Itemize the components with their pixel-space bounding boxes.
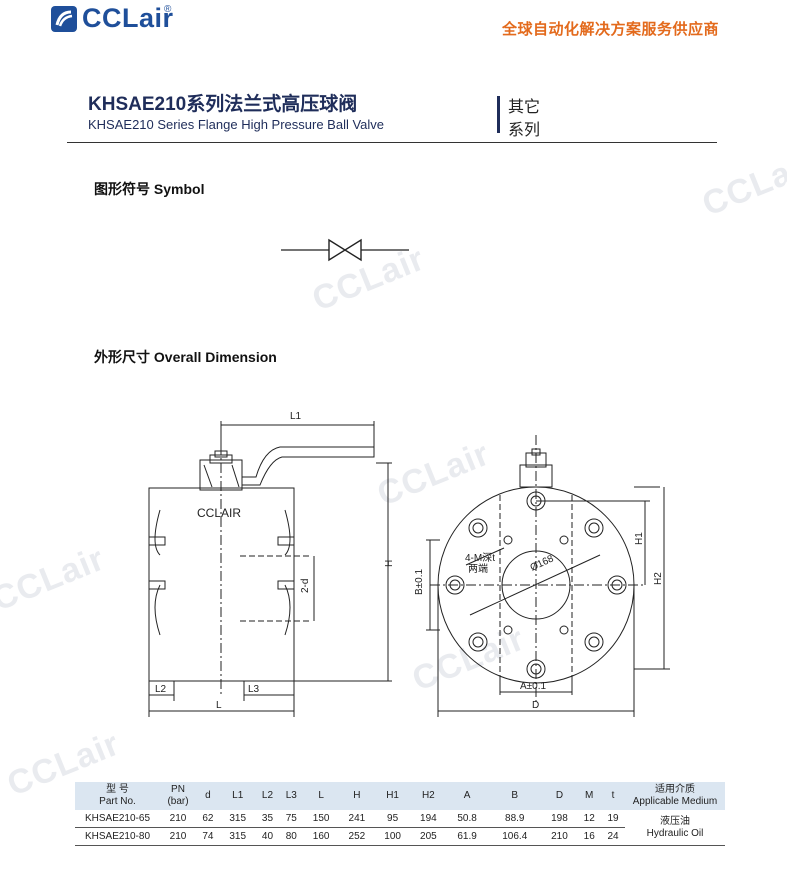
thread-note: 4-M深t: [465, 552, 495, 564]
col-header: L1: [219, 782, 256, 810]
col-header: H: [338, 782, 375, 810]
brand-name: CCLair: [82, 3, 174, 33]
watermark: CCLair: [0, 539, 111, 619]
cell-part: KHSAE210-65: [75, 810, 160, 828]
cell-d: 62: [196, 810, 220, 828]
product-title-cn: KHSAE210系列法兰式高压球阀: [88, 94, 358, 115]
cell-pn: 210: [160, 810, 196, 828]
cell-h: 252: [338, 827, 375, 846]
cell-a: 50.8: [446, 810, 488, 828]
dim-label-l2: L2: [155, 684, 167, 695]
cell-part: KHSAE210-80: [75, 827, 160, 846]
cell-h2: 205: [410, 827, 447, 846]
cell-dd: 198: [541, 810, 578, 828]
cell-t: 24: [601, 827, 625, 846]
col-medium-cn: 适用介质: [655, 784, 695, 795]
cell-medium-cn: 液压油: [660, 815, 690, 827]
dim-label-h2: H2: [653, 572, 664, 585]
cell-h: 241: [338, 810, 375, 828]
col-header: D: [541, 782, 578, 810]
cell-medium-en: Hydraulic Oil: [646, 827, 704, 839]
dimension-drawing: CCLAIR L1 H 2-d L2 L3 L 4-M深t 两端 Ø168 B±…: [148, 411, 670, 717]
cell-l: 150: [303, 810, 339, 828]
cell-d: 74: [196, 827, 220, 846]
dim-label-d: D: [532, 700, 539, 711]
col-header: M: [577, 782, 602, 810]
col-pn: PN: [171, 784, 185, 795]
section-title-dimension: 外形尺寸 Overall Dimension: [94, 349, 277, 365]
col-header: H2: [410, 782, 447, 810]
cell-l2: 40: [255, 827, 280, 846]
header-divider: [67, 142, 717, 143]
col-header: L3: [279, 782, 304, 810]
cell-t: 19: [601, 810, 625, 828]
cell-b: 106.4: [487, 827, 542, 846]
dim-label-h1: H1: [634, 532, 645, 545]
thread-note-ends: 两端: [468, 562, 488, 575]
cell-h1: 100: [374, 827, 411, 846]
cell-b: 88.9: [487, 810, 542, 828]
cell-h1: 95: [374, 810, 411, 828]
cell-l: 160: [303, 827, 339, 846]
cell-l3: 75: [279, 810, 304, 828]
dim-label-b: B±0.1: [414, 569, 425, 595]
col-model-cn: 型 号: [106, 784, 129, 795]
col-header: t: [601, 782, 625, 810]
cell-l1: 315: [219, 810, 256, 828]
registered-mark: ®: [164, 4, 172, 15]
category-label-line2: 系列: [508, 120, 541, 139]
table-row: KHSAE210-80 210 74 315 40 80 160 252 100…: [75, 827, 725, 846]
cell-m: 16: [577, 827, 602, 846]
col-header: d: [196, 782, 220, 810]
col-pn-unit: (bar): [167, 796, 189, 807]
port-left-curve: [154, 509, 161, 636]
brand-logo-icon: [51, 6, 77, 32]
front-view-brand-label: CCLAIR: [197, 506, 241, 520]
cell-l1: 315: [219, 827, 256, 846]
col-header: L2: [255, 782, 280, 810]
cell-m: 12: [577, 810, 602, 828]
dim-label-l3: L3: [248, 684, 260, 695]
ball-valve-symbol-icon: [281, 238, 409, 262]
cell-l3: 80: [279, 827, 304, 846]
cell-h2: 194: [410, 810, 447, 828]
col-medium-en: Applicable Medium: [632, 796, 718, 807]
category-label-line1: 其它: [508, 97, 541, 116]
col-header: H1: [374, 782, 411, 810]
col-header: B: [487, 782, 542, 810]
diameter-label: Ø168: [529, 553, 556, 573]
dim-label-h: H: [384, 560, 395, 567]
company-slogan: 全球自动化解决方案服务供应商: [501, 21, 719, 38]
col-model-en: Part No.: [99, 796, 136, 807]
section-title-symbol: 图形符号 Symbol: [94, 181, 205, 197]
dim-label-2d: 2-d: [300, 579, 311, 593]
port-right-curve: [284, 509, 291, 636]
cell-l2: 35: [255, 810, 280, 828]
col-header: A: [446, 782, 488, 810]
dim-label-a: A±0.1: [520, 681, 546, 692]
dim-label-l1: L1: [290, 411, 302, 422]
category-divider: [497, 96, 500, 133]
dim-label-l: L: [216, 700, 222, 711]
watermark: CCLair: [696, 144, 787, 224]
cell-a: 61.9: [446, 827, 488, 846]
product-title-en: KHSAE210 Series Flange High Pressure Bal…: [88, 117, 385, 132]
bolt-holes: [445, 491, 627, 679]
cell-dd: 210: [541, 827, 578, 846]
table-row: KHSAE210-65 210 62 315 35 75 150 241 95 …: [75, 810, 725, 846]
cell-pn: 210: [160, 827, 196, 846]
col-header: L: [303, 782, 339, 810]
